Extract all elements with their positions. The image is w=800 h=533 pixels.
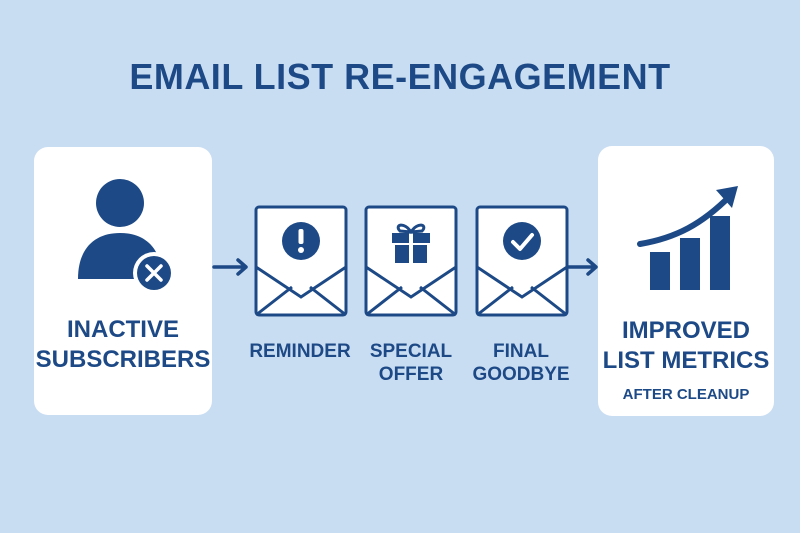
arrow-right-icon [566,258,598,276]
improved-label-line1: IMPROVED [621,317,750,344]
inactive-label-line2: SUBSCRIBERS [35,346,211,373]
step-label-goodbye-line1: FINAL [493,341,549,362]
checkmark-envelope-icon [475,205,569,317]
improved-label-line2: LIST METRICS [602,347,770,374]
arrow-right-icon [212,258,248,276]
gift-envelope-icon [364,205,458,317]
step-label-offer-line1: SPECIAL [369,341,453,362]
improved-sublabel: AFTER CLEANUP [622,386,750,403]
improved-metrics-card: IMPROVED LIST METRICS AFTER CLEANUP [598,146,774,416]
step-label-reminder-line1: REMINDER [249,341,351,362]
growth-chart-icon [637,186,738,290]
inactive-subscribers-card: INACTIVE SUBSCRIBERS [34,147,212,415]
inactive-user-icon [78,179,175,294]
step-label-goodbye-line2: GOODBYE [472,364,570,385]
step-label-offer-line2: OFFER [378,364,444,385]
diagram-title: EMAIL LIST RE-ENGAGEMENT [129,56,671,97]
exclamation-envelope-icon [254,205,348,317]
inactive-label-line1: INACTIVE [66,316,179,343]
